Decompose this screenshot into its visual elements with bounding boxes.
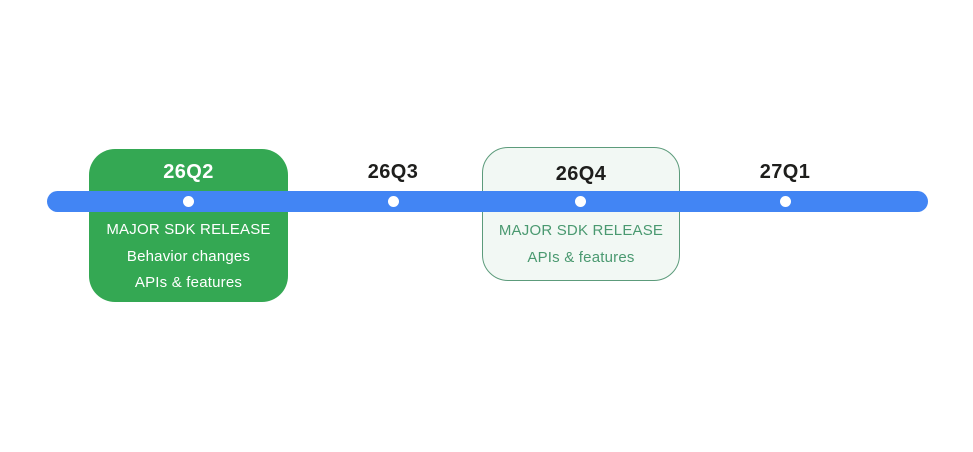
milestone-detail-line: MAJOR SDK RELEASE	[106, 221, 271, 238]
milestone-details-26q4: MAJOR SDK RELEASE APIs & features	[482, 222, 680, 267]
timeline-dot-26q4	[574, 196, 586, 207]
milestone-card-26q2	[89, 149, 288, 302]
milestone-detail-line: MAJOR SDK RELEASE	[498, 222, 664, 239]
milestone-label-27q1: 27Q1	[759, 161, 811, 183]
timeline-bar	[47, 191, 928, 212]
timeline-dot-27q1	[779, 196, 791, 207]
milestone-detail-line: Behavior changes	[126, 247, 251, 265]
milestone-label-26q2: 26Q2	[163, 161, 214, 183]
milestone-details-26q2: MAJOR SDK RELEASE Behavior changes APIs …	[89, 221, 288, 292]
milestone-detail-line: APIs & features	[134, 274, 243, 291]
milestone-detail-line: APIs & features	[527, 249, 635, 266]
milestone-card-26q4	[482, 147, 680, 281]
milestone-label-26q3: 26Q3	[367, 161, 419, 183]
milestone-label-26q4: 26Q4	[555, 163, 607, 185]
timeline-dot-26q2	[182, 196, 194, 207]
timeline-dot-26q3	[387, 196, 399, 207]
